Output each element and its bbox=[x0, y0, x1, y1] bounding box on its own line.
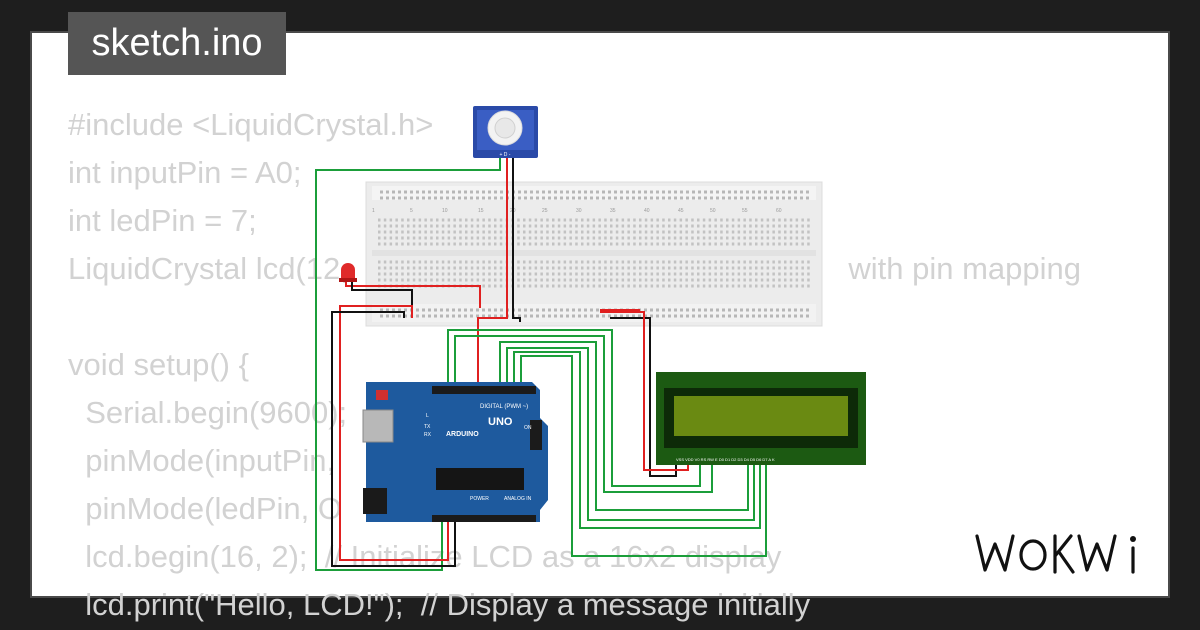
rx-led-label: RX bbox=[424, 432, 432, 438]
digital-header-label: DIGITAL (PWM ~) bbox=[480, 404, 528, 410]
pir-sensor[interactable]: + D - bbox=[473, 106, 538, 158]
breadboard-col-25: 25 bbox=[542, 208, 548, 214]
breadboard-col-45: 45 bbox=[678, 208, 684, 214]
breadboard-col-15: 15 bbox=[478, 208, 484, 214]
breadboard-col-5: 5 bbox=[410, 208, 413, 214]
sketch-title: sketch.ino bbox=[68, 12, 286, 75]
lcd-display[interactable]: VSS VDD V0 RS RW E D0 D1 D2 D3 D4 D5 D6 … bbox=[656, 372, 866, 465]
led[interactable] bbox=[339, 263, 357, 282]
wires bbox=[315, 158, 767, 571]
circuit-diagram: 1 5 10 15 20 25 30 35 40 45 50 55 60 bbox=[315, 106, 866, 571]
brand-label: ARDUINO bbox=[446, 431, 479, 438]
code-line: pinMode(ledPin, O bbox=[68, 491, 342, 526]
breadboard-col-50: 50 bbox=[710, 208, 716, 214]
analog-header-label: ANALOG IN bbox=[504, 496, 532, 502]
breadboard-col-55: 55 bbox=[742, 208, 748, 214]
tx-led-label: TX bbox=[424, 424, 431, 430]
breadboard-col-40: 40 bbox=[644, 208, 650, 214]
code-line: int inputPin = A0; bbox=[68, 155, 302, 190]
code-line: LiquidCrystal lcd(12, with pin mapping bbox=[68, 251, 1082, 286]
l-led-label: L bbox=[426, 413, 429, 419]
on-led-label: ON bbox=[524, 425, 532, 431]
wokwi-logo bbox=[975, 534, 1136, 574]
breadboard-col-35: 35 bbox=[610, 208, 616, 214]
model-label: UNO bbox=[488, 416, 513, 428]
breadboard-col-60: 60 bbox=[776, 208, 782, 214]
pir-pin-label: + D - bbox=[500, 152, 511, 158]
code-line: int ledPin = 7; bbox=[68, 203, 257, 238]
breadboard[interactable]: 1 5 10 15 20 25 30 35 40 45 50 55 60 bbox=[365, 181, 823, 327]
code-line: #include <LiquidCrystal.h> bbox=[68, 107, 434, 142]
breadboard-col-30: 30 bbox=[576, 208, 582, 214]
breadboard-col-10: 10 bbox=[442, 208, 448, 214]
code-line: lcd.print("Hello, LCD!"); // Display a m… bbox=[68, 587, 811, 622]
power-header-label: POWER bbox=[470, 496, 489, 502]
code-line: Serial.begin(9600); bbox=[68, 395, 348, 430]
preview-card: #include <LiquidCrystal.h> int inputPin =… bbox=[32, 33, 1168, 622]
code-line: void setup() { bbox=[68, 347, 249, 382]
breadboard-col-1: 1 bbox=[372, 208, 375, 214]
code-line: pinMode(inputPin, bbox=[68, 443, 336, 478]
lcd-pin-labels: VSS VDD V0 RS RW E D0 D1 D2 D3 D4 D5 D6 … bbox=[676, 457, 775, 462]
arduino-uno[interactable]: DIGITAL (PWM ~) UNO ARDUINO ON L TX RX P… bbox=[362, 382, 548, 522]
